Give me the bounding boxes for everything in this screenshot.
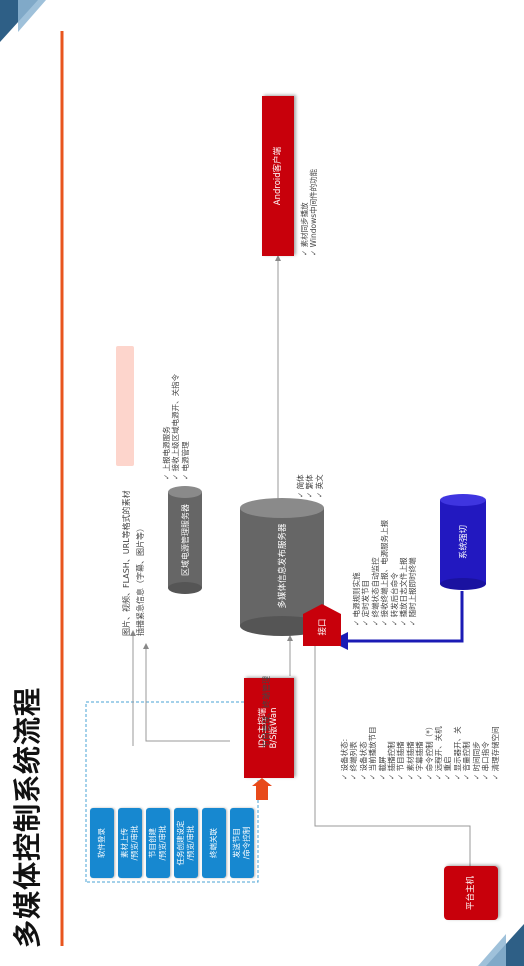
flow-arrow-red [252, 778, 272, 800]
server-main-label: 多媒体信息发布服务器 [278, 523, 288, 609]
server-main-cylinder [240, 498, 324, 636]
region-feature-list: 上报电源服务 接收上级区域电源开、关指令 电源管理 [162, 374, 190, 480]
interface-pentagon [303, 604, 341, 646]
server-region-cylinder [168, 486, 202, 594]
node-mgmt-annotation: 节目管理、终端管理 [262, 676, 271, 748]
system-switch-label: 系统强切 [459, 525, 469, 560]
line-emergency-path [143, 643, 230, 742]
flow-step-login[interactable]: 软件登录 [90, 808, 114, 878]
server-region-label: 区域电源管理服务器 [180, 504, 190, 576]
android-client-box[interactable]: Android客户端 [262, 96, 294, 256]
emergency-annotation: 插播紧急信息（字幕、图片等） [136, 524, 145, 636]
flow-step-send-program[interactable]: 发送节目/命令控制 [230, 808, 254, 878]
flow-step-task-create[interactable]: 任务创建设定/预览/审批 [174, 808, 198, 878]
materials-annotation: 图片、视频、FLASH、URL等格式的素材 [122, 490, 131, 636]
android-feature-list: 素材同步播放 Windows中间件的功能 [300, 169, 319, 256]
system-switch-cylinder [440, 494, 486, 590]
pink-placeholder [116, 346, 134, 466]
host-feature-list: 设备状态: 终端列表 设备状态 当前播放节目 截屏 插播控制 节目插播 素材插播… [340, 723, 500, 780]
server-feature-list: 电源规则实施 定时发节目 终端状态自动监控 接收终端上报、电源服务上报 转发后台… [352, 520, 418, 626]
flow-step-program-create[interactable]: 节目创建/预览/审批 [146, 808, 170, 878]
language-list: 简体 繁体 英文 [296, 474, 324, 498]
page-title: 多媒体控制系统流程 [11, 686, 44, 948]
platform-host-box[interactable]: 平台主机 [444, 866, 498, 920]
line-switch-to-interface [330, 591, 464, 650]
line-host-to-interface [312, 635, 471, 866]
corner-triangle-bottom-right-light [478, 934, 506, 966]
flow-step-terminal-link[interactable]: 终端关联 [202, 808, 226, 878]
corner-triangle-top-left-light [18, 0, 46, 32]
flow-step-material-upload[interactable]: 素材上传/预览/审批 [118, 808, 142, 878]
